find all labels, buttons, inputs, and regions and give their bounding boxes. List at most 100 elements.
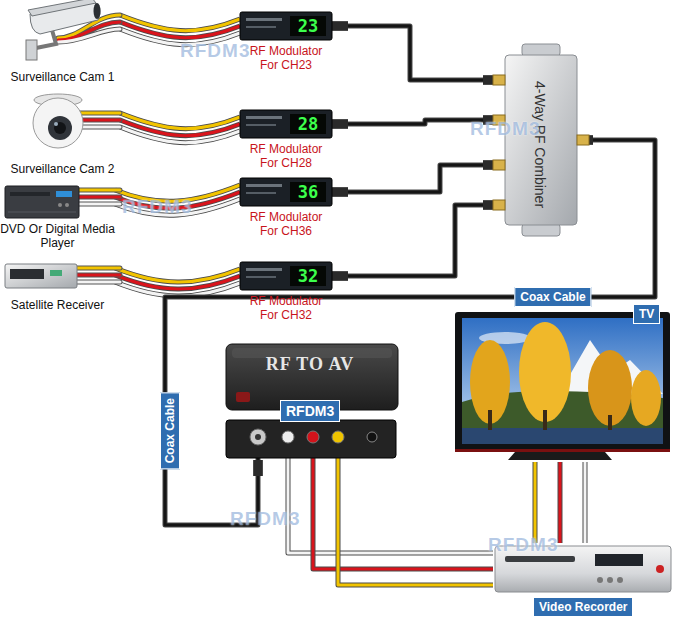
television <box>608 415 612 430</box>
modulator-body <box>240 12 332 290</box>
cable-tag: Coax Cable <box>160 392 180 469</box>
rf-to-av-converter <box>250 429 266 445</box>
av-cable <box>115 282 240 296</box>
device-tag: TV <box>633 304 660 324</box>
watermark: RFDM3 <box>180 40 250 62</box>
coax-cable <box>332 205 505 276</box>
modulator-body <box>246 192 276 194</box>
modulator-body <box>240 12 332 40</box>
dome-camera <box>48 116 72 140</box>
av-cable <box>535 462 585 543</box>
rf-modulator: 28RF Modulator For CH28 <box>240 110 332 172</box>
rf-combiner-body <box>522 44 560 56</box>
rf-combiner-body <box>493 160 505 170</box>
cable-stub <box>75 274 120 277</box>
dvd-player <box>10 192 50 196</box>
modulator-body <box>246 276 276 278</box>
source-device: Satellite Receiver <box>0 258 115 312</box>
coax-cable <box>332 26 505 80</box>
coax-cable <box>332 271 348 281</box>
rf-combiner: 4-Way RF Combiner <box>505 55 577 225</box>
channel-display: 23 <box>290 16 326 36</box>
rf-to-av-converter <box>307 431 319 443</box>
coax-cable <box>332 187 348 197</box>
rf-to-av-converter <box>226 420 396 458</box>
modulator-body <box>240 262 332 290</box>
dome-camera <box>54 122 58 126</box>
television <box>455 449 670 452</box>
bullet-camera <box>94 3 101 19</box>
modulator-label: RF Modulator For CH23 <box>243 44 329 72</box>
rf-modulator: 36RF Modulator For CH36 <box>240 178 332 240</box>
av-cable <box>338 458 493 585</box>
modulator-body <box>240 178 332 206</box>
coax-cable <box>332 165 505 192</box>
modulator-body <box>240 110 332 138</box>
modulator-body <box>246 116 282 119</box>
device-label: Surveillance Cam 2 <box>5 162 120 176</box>
video-recorder <box>505 556 575 562</box>
modulator-body <box>246 184 282 187</box>
device-label: DVD Or Digital Media Player <box>0 222 115 250</box>
device-label: Satellite Receiver <box>0 298 115 312</box>
dome-camera <box>33 94 83 148</box>
television <box>488 410 492 430</box>
rf-to-av-converter <box>367 432 377 442</box>
av-cable <box>288 458 493 553</box>
satellite-receiver <box>10 269 44 279</box>
modulator-body <box>246 268 282 271</box>
television: TV <box>455 312 670 462</box>
channel-display: 36 <box>290 182 326 202</box>
video-recorder <box>656 565 664 573</box>
coax-cable <box>332 188 348 196</box>
device-tag: RFDM3 <box>280 400 340 422</box>
dome-camera <box>54 122 66 134</box>
device-brand: RF TO AV <box>222 354 398 374</box>
dvd-player <box>65 203 69 207</box>
cable-stub <box>75 268 120 282</box>
coax-cable <box>332 120 348 128</box>
satellite-receiver <box>5 264 77 288</box>
coax-cable <box>332 205 505 276</box>
watermark: RFDM3 <box>470 118 540 140</box>
television <box>462 428 663 444</box>
television <box>588 350 632 426</box>
device-label: Surveillance Cam 1 <box>5 70 120 84</box>
combiner-label: 4-Way RF Combiner <box>532 81 548 208</box>
modulator-label: RF Modulator For CH28 <box>243 142 329 170</box>
av-cable <box>583 462 588 543</box>
device-tag: Video Recorder <box>533 597 633 617</box>
dvd-player <box>56 191 72 197</box>
av-cable <box>115 268 240 296</box>
av-cable <box>288 458 493 585</box>
cable-stub <box>80 113 120 127</box>
watermark: RFDM3 <box>488 534 558 556</box>
rf-combiner-body <box>577 135 589 145</box>
cable-stub <box>75 267 120 270</box>
cable-stub <box>78 189 120 192</box>
coax-cable <box>332 205 505 276</box>
av-cable <box>115 282 240 296</box>
television <box>519 322 571 422</box>
watermark: RFDM3 <box>122 196 192 218</box>
video-recorder <box>595 554 643 566</box>
av-cable <box>533 462 538 543</box>
dvd-player <box>8 212 76 213</box>
modulator-label: RF Modulator For CH32 <box>243 294 329 322</box>
bullet-camera <box>28 0 96 16</box>
modulator-body <box>246 26 276 28</box>
video-recorder <box>617 577 623 583</box>
coax-cable <box>332 26 505 80</box>
av-cable <box>120 127 240 143</box>
television <box>462 318 663 444</box>
av-cable <box>120 127 240 143</box>
av-cable <box>558 462 563 543</box>
coax-cable <box>332 165 505 192</box>
television <box>455 312 670 460</box>
dvd-player <box>5 186 79 218</box>
source-device: Surveillance Cam 1 <box>5 0 120 84</box>
bullet-camera <box>26 0 101 60</box>
av-cable <box>559 462 562 543</box>
video-recorder <box>607 577 613 583</box>
